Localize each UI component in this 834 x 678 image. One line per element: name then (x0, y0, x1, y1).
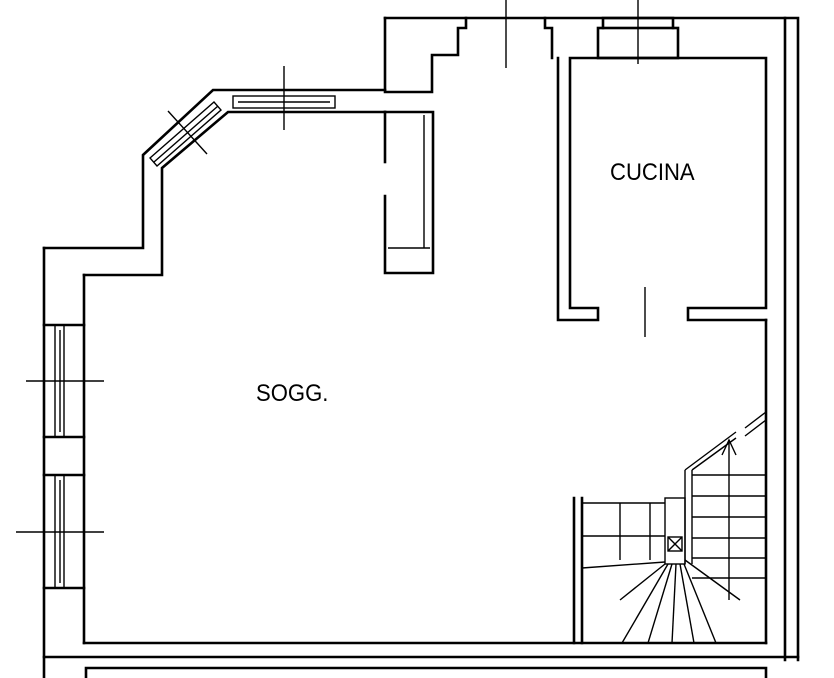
window-top (232, 66, 336, 130)
window-left-lower (16, 473, 104, 590)
outer-walls (42, 16, 800, 678)
window-diagonal (149, 101, 222, 167)
room-label-kitchen: CUCINA (610, 159, 695, 186)
stair-walls (572, 318, 768, 645)
room-label-living: SOGG. (256, 380, 329, 407)
staircase (581, 411, 767, 644)
kitchen-walls (556, 56, 768, 337)
window-left-upper (26, 323, 104, 439)
central-partition (383, 110, 435, 275)
